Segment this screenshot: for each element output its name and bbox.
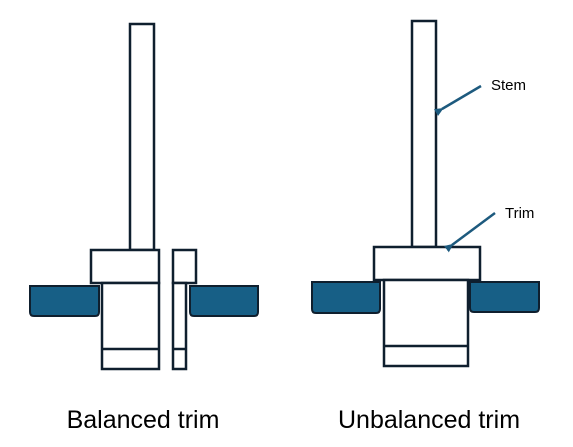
unbalanced-plug-head bbox=[372, 245, 482, 282]
trim-callout: Trim bbox=[443, 205, 534, 253]
unbalanced-plug-body bbox=[382, 278, 470, 368]
trim-label: Trim bbox=[505, 205, 534, 222]
stem-callout: Stem bbox=[433, 77, 526, 117]
balanced-plug-body-right bbox=[171, 281, 188, 371]
stem-label: Stem bbox=[491, 77, 526, 94]
trim-arrow bbox=[443, 211, 496, 253]
unbalanced-stem bbox=[410, 19, 438, 249]
balanced-stem bbox=[128, 22, 156, 252]
balanced-plug-head-right bbox=[171, 248, 198, 285]
unbalanced-left-seat bbox=[311, 281, 381, 314]
unbalanced-trim-caption: Unbalanced trim bbox=[338, 406, 520, 434]
balanced-right-seat bbox=[189, 285, 259, 317]
balanced-left-seat bbox=[29, 285, 100, 317]
balanced-plug-head-left bbox=[89, 248, 161, 285]
balanced-trim-caption: Balanced trim bbox=[67, 406, 220, 434]
balanced-trim-figure bbox=[29, 22, 259, 371]
balanced-plug-body-left bbox=[100, 281, 161, 371]
stem-arrow bbox=[433, 84, 482, 117]
unbalanced-right-seat bbox=[469, 281, 540, 313]
unbalanced-trim-figure bbox=[311, 19, 540, 368]
